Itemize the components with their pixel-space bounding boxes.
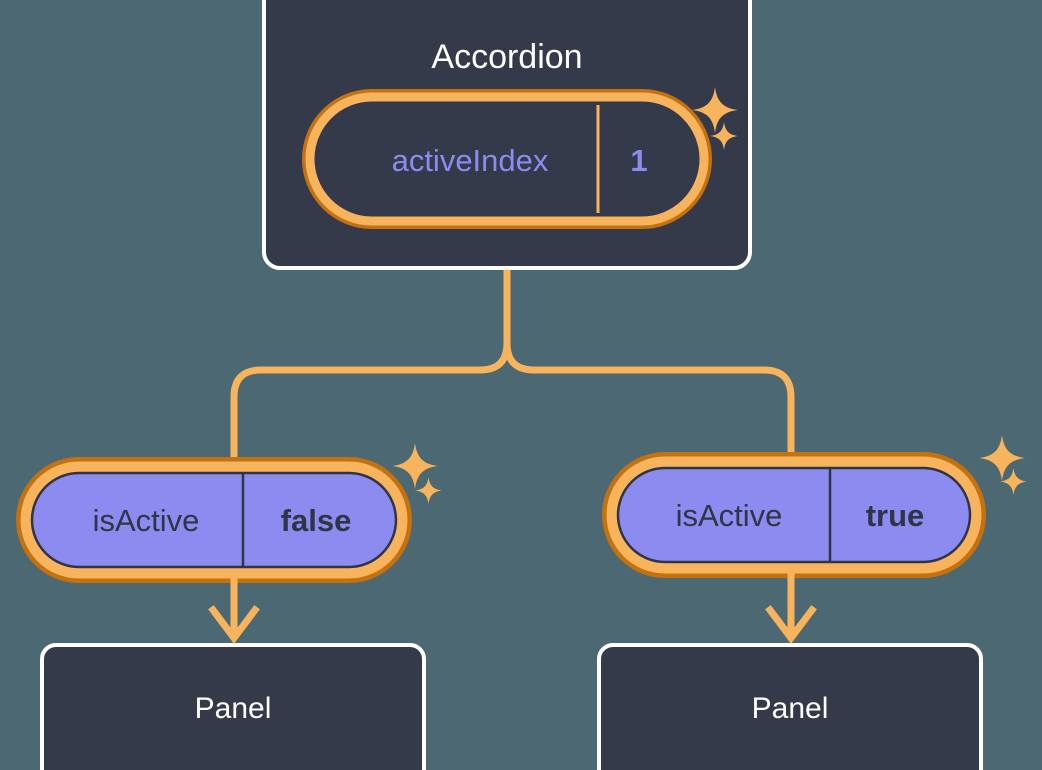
left-arrow (208, 570, 260, 644)
pill-inner-ring (20, 461, 408, 579)
left-panel-node[interactable]: Panel (40, 643, 426, 770)
left-state-pill[interactable]: isActive false (16, 457, 412, 583)
connector-split-right (503, 342, 795, 478)
sparkle-icon (415, 477, 442, 504)
panel-title: Panel (195, 692, 272, 725)
pill-inner-ring (305, 92, 709, 226)
right-arrow (765, 565, 817, 644)
panel-title: Panel (752, 692, 829, 725)
pill-body (616, 466, 972, 564)
sparkle-icon (979, 435, 1025, 481)
branch-left[interactable]: isActive false Panel (16, 443, 442, 770)
state-value: true (866, 498, 925, 533)
state-key: activeIndex (392, 143, 549, 178)
panel-card[interactable] (40, 643, 426, 770)
right-state-pill[interactable]: isActive true (602, 452, 986, 578)
right-panel-node[interactable]: Panel (597, 643, 983, 770)
state-value: false (281, 503, 352, 538)
connector-tree (230, 268, 795, 478)
state-key: isActive (93, 503, 200, 538)
state-key: isActive (676, 498, 783, 533)
node-accordion[interactable]: Accordion activeIndex 1 (262, 0, 752, 270)
pill-body (30, 471, 398, 569)
branch-right[interactable]: isActive true Panel (597, 435, 1027, 770)
accordion-state-pill[interactable]: activeIndex 1 (302, 89, 712, 229)
arrow-down-icon (208, 605, 260, 644)
accordion-title: Accordion (431, 38, 582, 76)
arrow-down-icon (765, 605, 817, 644)
panel-card[interactable] (597, 643, 983, 770)
state-value: 1 (630, 143, 647, 178)
connector-split-left (230, 342, 511, 478)
right-sparkle-cluster (979, 435, 1027, 495)
